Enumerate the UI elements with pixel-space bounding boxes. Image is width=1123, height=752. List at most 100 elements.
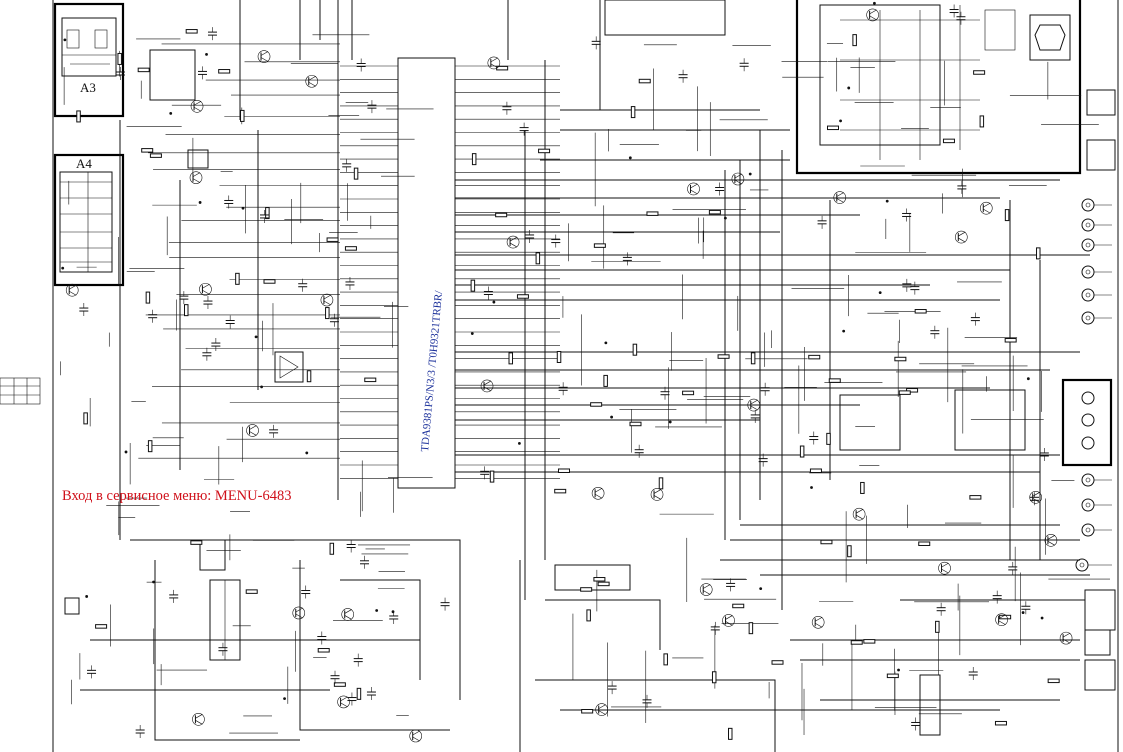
capacitor (525, 229, 535, 243)
transistor (305, 74, 319, 88)
capacitor (678, 69, 688, 83)
main-ic (340, 57, 560, 489)
resistor (1004, 338, 1017, 343)
transistor (650, 488, 664, 501)
capacitor (179, 291, 189, 305)
junction-dot (198, 201, 202, 204)
transistor (979, 201, 993, 215)
resistor (137, 67, 150, 73)
junction-dot (723, 216, 727, 220)
resistor (809, 468, 822, 474)
junction-dot (847, 86, 851, 90)
capacitor (992, 590, 1002, 604)
junction-dot (241, 206, 245, 210)
resistor (265, 207, 270, 220)
resistor (581, 709, 594, 714)
resistor (333, 682, 346, 687)
capacitor (269, 424, 279, 438)
capacitor (301, 585, 311, 599)
capacitor (87, 665, 97, 679)
resistor (554, 488, 567, 494)
transistor (995, 613, 1008, 627)
resistor (827, 125, 840, 131)
junction-dot (897, 668, 900, 672)
transistor (487, 56, 501, 70)
transistor (687, 182, 700, 196)
rca-jack (1081, 498, 1112, 512)
resistor (799, 445, 805, 458)
capacitor (930, 325, 940, 339)
rca-jack (1081, 198, 1112, 212)
resistor (145, 291, 151, 304)
capacitor (968, 667, 978, 681)
capacitor (218, 642, 228, 656)
resistor (185, 29, 198, 34)
resistor (1047, 678, 1060, 684)
capacitor (347, 692, 357, 706)
junction-dot (610, 415, 614, 419)
resistor (353, 167, 359, 180)
junction-dot (518, 441, 521, 445)
capacitor (911, 717, 921, 731)
resistor (538, 148, 551, 154)
resistor (852, 34, 857, 47)
block-top-right (795, 0, 1116, 175)
transistor (199, 282, 212, 296)
resistor (329, 542, 335, 555)
junction-dot (61, 266, 65, 270)
junction-dot (1026, 377, 1030, 381)
transistor (595, 703, 609, 716)
capacitor (1021, 601, 1031, 615)
junction-dot (810, 486, 813, 489)
resistor (556, 350, 562, 363)
resistor (682, 390, 695, 396)
capacitor (207, 27, 217, 41)
junction-dot (63, 38, 67, 42)
resistor (979, 115, 985, 128)
capacitor (956, 11, 966, 25)
transistor (833, 191, 847, 204)
bottom-wiring (519, 560, 1085, 752)
transistor (699, 583, 713, 596)
resistor (580, 587, 593, 592)
resistor (344, 246, 357, 251)
capacitor (607, 681, 617, 695)
resistor (190, 540, 203, 545)
block-a4-label: A4 (76, 156, 92, 171)
capacitor (970, 312, 980, 326)
resistor (632, 343, 638, 356)
capacitor (389, 610, 399, 624)
resistor (918, 541, 931, 546)
capacitor (148, 309, 158, 323)
resistor (728, 727, 733, 740)
capacitor (225, 315, 235, 329)
capacitor (480, 466, 490, 480)
service-menu-note: Вход в сервисное меню: MENU-6483 (62, 488, 291, 504)
resistor (942, 138, 955, 144)
transistor (292, 606, 306, 620)
junction-dot (604, 341, 608, 345)
resistor (495, 212, 508, 218)
transistor (320, 293, 334, 307)
resistor (771, 660, 784, 665)
resistor (638, 78, 651, 84)
capacitor (957, 180, 967, 194)
transistor (747, 398, 761, 412)
rca-jack (1081, 265, 1112, 279)
transistor (954, 230, 968, 244)
transistor (938, 561, 951, 575)
capacitor (817, 215, 827, 229)
transistor (257, 50, 271, 63)
junction-dot (85, 595, 89, 598)
resistor (516, 294, 529, 299)
resistor (590, 402, 603, 407)
capacitor (330, 670, 340, 684)
rca-jack (1081, 288, 1112, 302)
capacitor (1030, 492, 1040, 506)
resistor (535, 252, 541, 265)
capacitor (622, 252, 632, 266)
resistor (240, 109, 245, 122)
transistor (866, 8, 879, 22)
capacitor (642, 694, 652, 708)
